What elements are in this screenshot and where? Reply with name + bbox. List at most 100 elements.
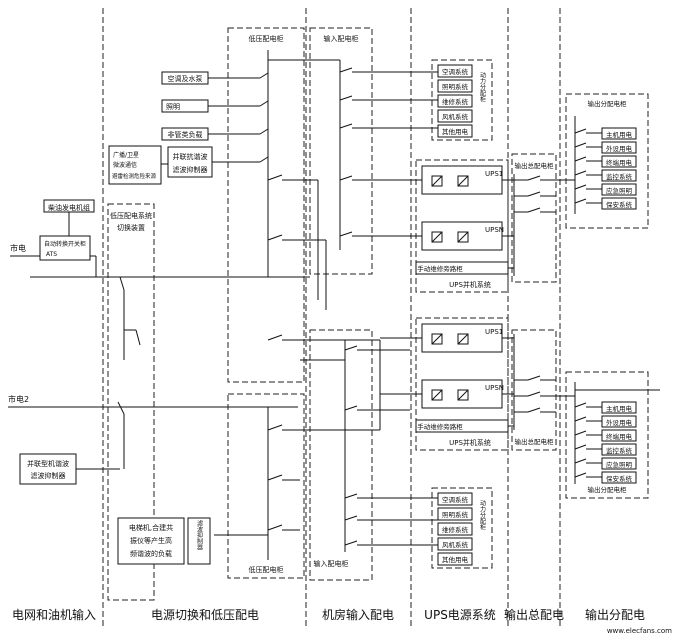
ups-an-label: UPSN [485,226,504,234]
out-branch-top-label: 输出分配电柜 [588,99,628,108]
ups-b1-label: UPS1 [485,328,503,336]
room-systems-top: 空调系统 照明系统 维修系统 风机系统 其他用电 动力分配柜 [410,59,493,141]
sys-top-label-1: 照明系统 [442,82,469,91]
switch-system-region [107,203,155,601]
out-main-top-region [511,153,557,283]
sys-top-0 [437,64,473,78]
output-branch-top: 输出分配电柜 主机用电 外设用电 终端用电 监控系统 应急照明 保安系统 [565,93,649,229]
ups-a-region [415,159,509,293]
sys-top-label-3: 风机系统 [442,112,469,121]
sys-top-label-0: 空调系统 [442,67,469,76]
out-bot-item-0: 主机用电 [606,404,633,413]
broadcast-label-2: 微波通信 [113,161,137,169]
out-top-item-1: 外设用电 [606,144,633,153]
harmonic-label-2: 滤波抑制器 [173,165,208,174]
ups-sys-b-label: UPS并机系统 [449,438,491,447]
room-cabinet-top [309,27,373,275]
out-top-item-5: 保安系统 [606,200,633,209]
ups-group-a: UPS1 UPSN 手动维修旁路柜 UPS并机系统 [410,159,514,293]
lv-cabinet-top [227,27,305,383]
sys-top-label-4: 其他用电 [442,127,469,136]
zone-labels: 电网和油机输入 电源切换和低压配电 机房输入配电 UPS电源系统 输出总配电 输… [12,607,645,622]
zone-label-grid: 电网和油机输入 [12,607,96,622]
sys-bot-label-1: 照明系统 [442,510,469,519]
sys-bot-vert: 动力分配柜 [479,500,486,531]
filter-label-2: 滤波抑制器 [31,471,66,480]
output-main-top: 输出总配电柜 [511,153,575,283]
out-main-top-label: 输出总配电柜 [515,161,555,170]
ups-bn-label: UPSN [485,384,504,392]
out-bot-item-5: 保安系统 [606,474,633,483]
elevator-label-2: 振仪等产生高 [130,536,172,545]
out-bot-item-4: 应急照明 [606,460,633,469]
elevator-label-1: 电梯机,合建共 [129,523,173,532]
lv-top-breakers [245,59,300,341]
zone-label-room: 机房输入配电 [322,607,394,622]
ups-group-b: UPS1 UPSN 手动维修旁路柜 UPS并机系统 [379,317,514,451]
bypass-b-label: 手动维修旁路柜 [417,422,463,431]
output-branch-bottom: 输出分配电柜 主机用电 外设用电 终端用电 监控系统 应急照明 保安系统 [565,371,660,499]
filter-label-1: 并联型机谐波 [27,459,69,468]
mains1-label: 市电 [10,243,26,253]
out-top-item-4: 应急照明 [606,186,633,195]
broadcast-box [108,145,162,185]
mains2-label: 市电2 [8,394,29,404]
sys-top-label-2: 维修系统 [442,97,469,106]
sys-bot-2 [437,522,473,536]
out-top-item-0: 主机用电 [606,130,633,139]
switch-label-2: 切换装置 [117,223,145,232]
elevator-filter-box [187,517,211,565]
sys-bot-label-3: 风机系统 [442,540,469,549]
load-light: 照明 [166,103,180,111]
sys-bot-0 [437,492,473,506]
lowvoltage-zone: 低压配电系统 切换装置 广播/卫星 微波通信 避雷检测危险来源 空调及水泵 照明… [107,27,305,601]
room-systems-bottom: 空调系统 照明系统 维修系统 风机系统 其他用电 动力分配柜 [410,487,493,569]
left-zone: 柴油发电机组 自动转换开关柜 ATS 市电 市电2 并联型机谐波 滤波抑制器 [8,199,310,485]
room-cabinet-bottom [309,329,373,581]
ats-box [39,235,91,261]
bypass-a-label: 手动维修旁路柜 [417,264,463,273]
lv-cabinet-top-label: 低压配电柜 [249,34,284,43]
zone-label-out-main: 输出总配电 [504,607,564,622]
sys-bot-4 [437,552,473,566]
ups-b-region [415,317,509,451]
out-main-bottom-region [511,329,557,451]
zone-label-ups: UPS电源系统 [424,608,496,622]
out-branch-top-region [565,93,649,229]
ups-a1-label: UPS1 [485,170,503,178]
zone-label-switch: 电源切换和低压配电 [151,608,259,622]
out-bot-item-3: 监控系统 [606,446,633,455]
out-branch-bottom-region [565,371,649,499]
zone-dividers [102,8,561,628]
room-input-zone: 输入配电柜 输入配电柜 [298,27,410,581]
sys-bot-label-4: 其他用电 [442,555,469,564]
sys-bot-label-0: 空调系统 [442,495,469,504]
out-top-item-3: 监控系统 [606,172,633,181]
elevator-box [117,517,185,565]
sys-top-1 [437,79,473,93]
sys-top-2 [437,94,473,108]
room-cabinet-bottom-label: 输入配电柜 [314,559,349,568]
out-bot-item-1: 外设用电 [606,418,633,427]
room-cabinet-top-label: 输入配电柜 [324,34,359,43]
switch-label-1: 低压配电系统 [110,211,152,220]
sys-bot-1 [437,507,473,521]
sys-bot-3 [437,537,473,551]
broadcast-label-1: 广播/卫星 [113,151,139,159]
out-bot-item-2: 终端用电 [606,432,633,441]
sys-top-3 [437,109,473,123]
ups-sys-a-label: UPS并机系统 [449,280,491,289]
harmonic-label-1: 并联抗谐波 [173,152,208,161]
elevator-filter-label: 滤波抑制器 [196,519,203,551]
load-ac: 空调及水泵 [168,74,203,83]
sys-bot-label-2: 维修系统 [442,525,469,534]
zone-label-out-branch: 输出分配电 [585,607,645,622]
output-main-bottom: 输出总配电柜 [511,329,575,451]
ats-label-1: 自动转换开关柜 [44,240,86,248]
sys-top-4 [437,124,473,138]
elevator-label-3: 频谐波的负载 [130,549,172,558]
watermark: www.elecfans.com [607,627,672,635]
out-main-bottom-label: 输出总配电柜 [515,437,555,446]
broadcast-label-3: 避雷检测危险来源 [112,172,157,180]
